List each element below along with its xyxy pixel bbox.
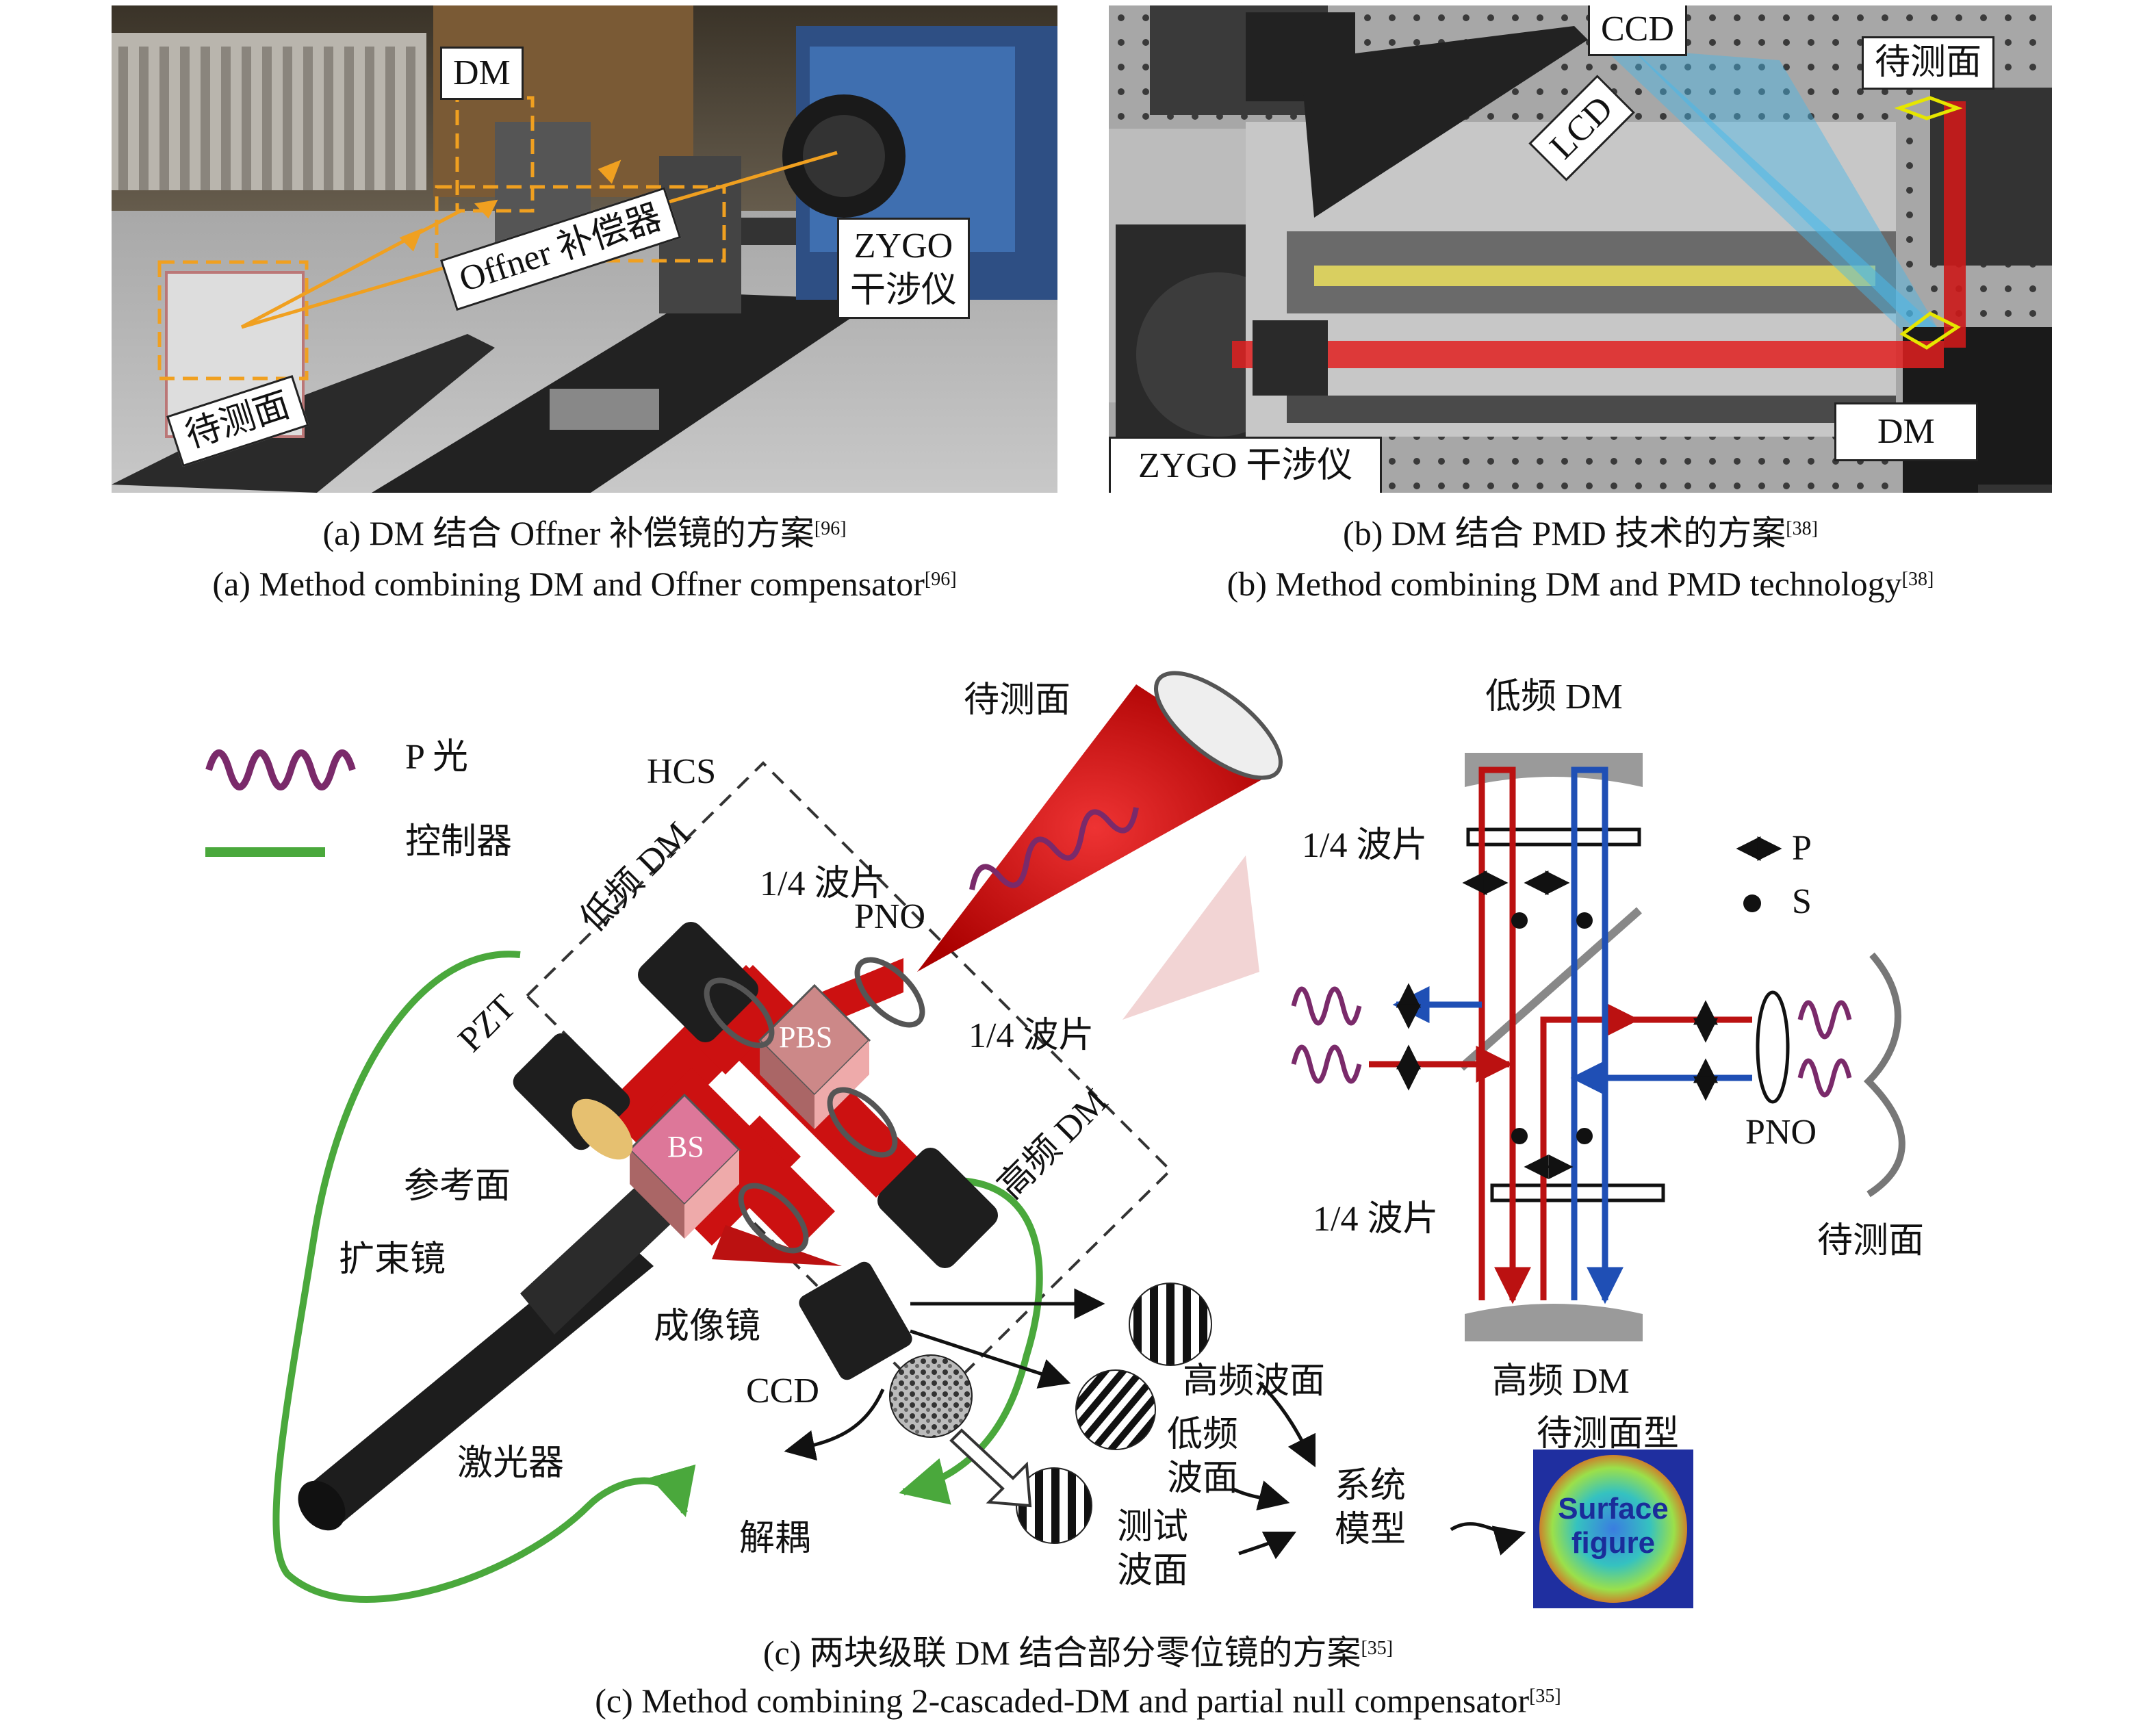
- label-qwp-2: 1/4 波片: [968, 1016, 1094, 1055]
- caption-c-cn-ref: [35]: [1361, 1638, 1394, 1659]
- caption-b-cn: (b) DM 结合 PMD 技术的方案: [1343, 514, 1786, 552]
- caption-b-en: (b) Method combining DM and PMD technolo…: [1227, 565, 1902, 603]
- wave-plates: [704, 957, 925, 1254]
- panel-b-caption-en: (b) Method combining DM and PMD technolo…: [1109, 558, 2052, 609]
- label-decouple: 解耦: [739, 1519, 811, 1558]
- panel-b-caption-cn: (b) DM 结合 PMD 技术的方案[38]: [1109, 508, 2052, 558]
- test-wave-line1: 测试: [1117, 1508, 1189, 1547]
- label-pbs: PBS: [779, 1020, 833, 1054]
- label-high-wave: 高频波面: [1183, 1362, 1326, 1401]
- zygo-label-line1: ZYGO: [854, 227, 953, 266]
- surface-figure-map: [1539, 1455, 1687, 1603]
- inset-surface-curve: [1863, 952, 1905, 1198]
- label-laser: 激光器: [457, 1444, 565, 1483]
- low-wave-line2: 波面: [1167, 1459, 1239, 1498]
- decouple-hollow-arrow: [949, 1428, 1032, 1508]
- inset-label-p: P: [1792, 829, 1812, 868]
- surface-figure-text: Surface figure: [1533, 1492, 1693, 1560]
- panel-b-ccd-label: CCD: [1588, 5, 1687, 56]
- label-hcs: HCS: [647, 752, 717, 791]
- label-figure-title: 待测面型: [1537, 1415, 1680, 1454]
- inset-qwp-bottom: [1490, 1183, 1665, 1202]
- caption-c-en: (c) Method combining 2-cascaded-DM and p…: [595, 1682, 1530, 1720]
- panel-a-caption-en: (a) Method combining DM and Offner compe…: [112, 558, 1057, 609]
- sys-model-line2: 模型: [1335, 1510, 1407, 1549]
- test-beam-cone: [917, 684, 1273, 972]
- inset-low-dm: [1465, 753, 1643, 787]
- panel-b-dm-label: DM: [1834, 402, 1978, 461]
- inset-pbs-plate: [1459, 907, 1642, 1071]
- inset-label-surface: 待测面: [1817, 1222, 1925, 1261]
- label-bs: BS: [667, 1130, 704, 1163]
- pzt-reference-device: [513, 1033, 633, 1160]
- low-wave-line1: 低频: [1167, 1415, 1239, 1454]
- label-reference: 参考面: [404, 1167, 511, 1206]
- inset-label-qwp-bottom: 1/4 波片: [1313, 1200, 1439, 1239]
- caption-b-en-ref: [38]: [1901, 569, 1934, 590]
- panel-b-surface-label: 待测面: [1862, 36, 1995, 90]
- panel-a-zygo-label: ZYGO 干涉仪: [837, 218, 971, 319]
- panel-c-caption-cn: (c) 两块级联 DM 结合部分零位镜的方案[35]: [0, 1627, 2156, 1678]
- inset-label-high-dm: 高频 DM: [1492, 1362, 1630, 1401]
- label-ccd: CCD: [746, 1371, 819, 1411]
- test-wave-line2: 波面: [1117, 1551, 1189, 1590]
- caption-c-en-ref: [35]: [1529, 1686, 1561, 1707]
- panel-a-photo: DM Offner 补偿器 ZYGO 干涉仪 待测面: [112, 5, 1057, 493]
- surface-figure-text-2: figure: [1571, 1526, 1656, 1560]
- inset-label-qwp-top: 1/4 波片: [1302, 826, 1428, 865]
- low-freq-fringe-image: [1075, 1369, 1156, 1450]
- high-freq-dm-device: [877, 1147, 999, 1269]
- caption-c-cn: (c) 两块级联 DM 结合部分零位镜的方案: [762, 1634, 1361, 1672]
- label-pno: PNO: [854, 897, 926, 936]
- label-test-wave: 测试 波面: [1117, 1506, 1188, 1593]
- panel-a-caption-cn: (a) DM 结合 Offner 补偿镜的方案[96]: [112, 508, 1057, 558]
- mixed-fringe-image: [889, 1354, 973, 1438]
- inset-schematic: [1291, 753, 1905, 1341]
- p-light-wave-on-cone: [969, 807, 1139, 890]
- legend-p-light: P 光: [405, 738, 468, 777]
- panel-c-diagram: [205, 671, 1905, 1608]
- controller-line-right: [899, 1177, 1043, 1505]
- bs-cube: [628, 1093, 741, 1239]
- p-light-legend-wave: [205, 749, 356, 790]
- panel-a-dm-label: DM: [440, 47, 524, 100]
- hcs-region: [525, 761, 1172, 1405]
- legend-controller: 控制器: [405, 823, 513, 862]
- inset-pno-lens: [1756, 990, 1790, 1104]
- surface-under-test-mirror: [1153, 671, 1283, 780]
- caption-a-en-ref: [96]: [924, 569, 957, 590]
- label-low-wave: 低频 波面: [1167, 1413, 1238, 1501]
- label-system-model: 系统 模型: [1335, 1465, 1406, 1552]
- low-freq-dm-device: [637, 921, 759, 1043]
- label-imaging-lens: 成像镜: [654, 1307, 761, 1346]
- surface-figure-text-1: Surface: [1558, 1492, 1669, 1525]
- label-surface-top: 待测面: [964, 681, 1071, 720]
- caption-b-cn-ref: [38]: [1786, 518, 1818, 539]
- panel-c-caption-en: (c) Method combining 2-cascaded-DM and p…: [0, 1675, 2156, 1726]
- inset-label-s: S: [1792, 882, 1812, 921]
- inset-label-pno: PNO: [1745, 1113, 1817, 1152]
- high-freq-fringe-image: [1129, 1283, 1212, 1366]
- inset-label-low-dm: 低频 DM: [1485, 678, 1623, 717]
- label-qwp-1: 1/4 波片: [760, 864, 886, 903]
- controller-line-left: [272, 951, 696, 1603]
- flow-arrows: [784, 1288, 1526, 1560]
- panel-b-zygo-label: ZYGO 干涉仪: [1109, 437, 1383, 493]
- laser-tube: [298, 1167, 691, 1531]
- inset-high-dm: [1465, 1304, 1643, 1341]
- caption-a-en: (a) Method combining DM and Offner compe…: [212, 565, 925, 603]
- caption-a-cn-ref: [96]: [814, 518, 847, 539]
- inset-callout: [1122, 855, 1259, 1020]
- sys-model-line1: 系统: [1335, 1467, 1407, 1506]
- inset-qwp-top: [1466, 827, 1641, 847]
- caption-a-cn: (a) DM 结合 Offner 补偿镜的方案: [322, 514, 814, 552]
- label-expander: 扩束镜: [339, 1240, 446, 1279]
- ccd-camera: [799, 1261, 912, 1380]
- zygo-label-line2: 干涉仪: [850, 271, 958, 310]
- panel-b-photo: CCD LCD 待测面 DM ZYGO 干涉仪: [1109, 5, 2052, 493]
